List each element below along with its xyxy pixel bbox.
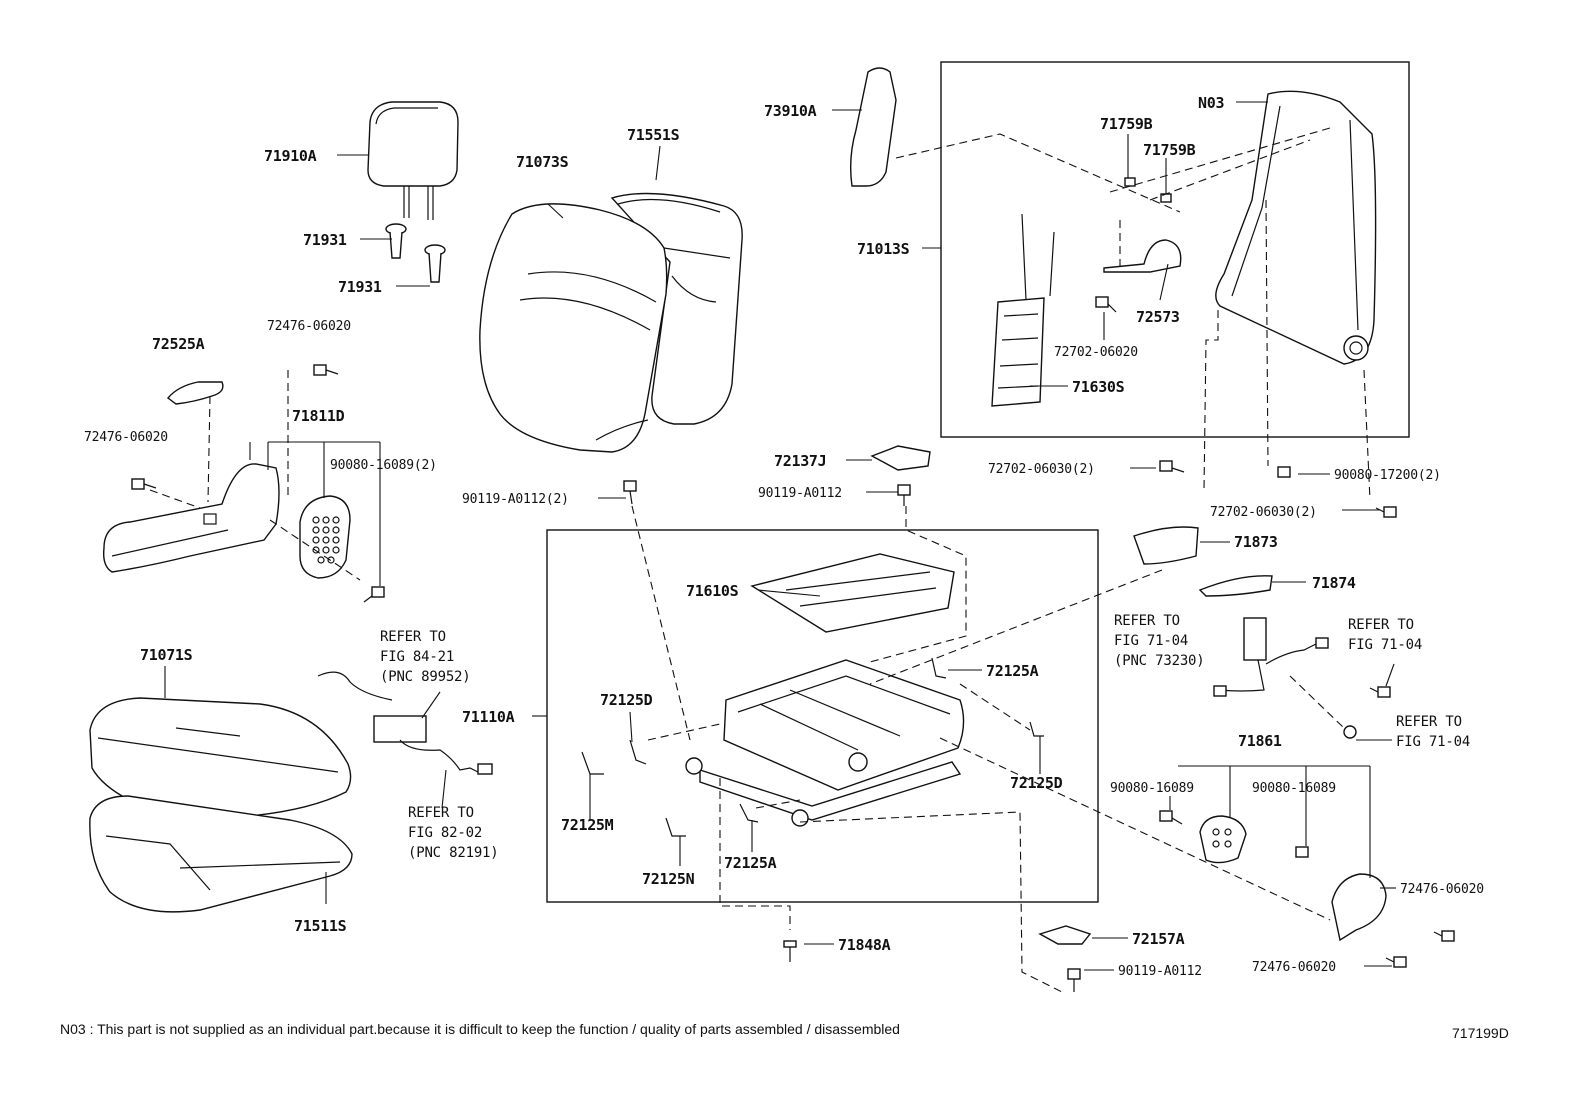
svg-text:FIG 71-04: FIG 71-04 bbox=[1396, 734, 1470, 750]
label-72125D-left: 72125D bbox=[600, 691, 653, 709]
reference-fig-82-02: REFER TO FIG 82-02 (PNC 82191) bbox=[408, 805, 499, 861]
reference-fig-71-04-nut: REFER TO FIG 71-04 bbox=[1396, 714, 1470, 750]
diagram-id: 717199D bbox=[1452, 1025, 1509, 1041]
svg-text:REFER TO: REFER TO bbox=[1396, 714, 1462, 730]
label-72702-06020: 72702-06020 bbox=[1054, 345, 1138, 360]
knob-cover-drawing bbox=[299, 495, 351, 579]
seat-belt-buckle-drawing bbox=[1213, 617, 1329, 697]
svg-text:(PNC 89952): (PNC 89952) bbox=[380, 669, 471, 685]
label-71861: 71861 bbox=[1238, 732, 1282, 750]
label-71110A: 71110A bbox=[462, 708, 515, 726]
label-71931-upper: 71931 bbox=[303, 231, 347, 249]
label-90119-A0112-2: 90119-A0112(2) bbox=[462, 492, 569, 507]
label-72476-06020-left: 72476-06020 bbox=[84, 430, 168, 445]
label-72125M: 72125M bbox=[561, 816, 614, 834]
label-71759B-upper: 71759B bbox=[1100, 115, 1153, 133]
label-72125A-lower: 72125A bbox=[724, 854, 777, 872]
cover-71874-drawing bbox=[1198, 575, 1273, 597]
seat-cushion-frame-drawing bbox=[750, 553, 955, 633]
wire-clip-drawings bbox=[581, 657, 1044, 837]
seatback-frame-drawing bbox=[1215, 90, 1377, 365]
label-90080-16089-right: 90080-16089 bbox=[1252, 781, 1336, 796]
label-73910A: 73910A bbox=[764, 102, 817, 120]
label-90080-17200-2: 90080-17200(2) bbox=[1334, 468, 1441, 483]
trim-cover-clip-drawing bbox=[166, 381, 224, 405]
label-71910A: 71910A bbox=[264, 147, 317, 165]
svg-text:REFER TO: REFER TO bbox=[408, 805, 474, 821]
seat-cushion-pad-drawing bbox=[89, 795, 353, 913]
label-72525A: 72525A bbox=[152, 335, 205, 353]
side-shield-drawing bbox=[102, 463, 280, 573]
wire-clip-72157A-drawing bbox=[1038, 925, 1092, 945]
label-71759B-lower: 71759B bbox=[1143, 141, 1196, 159]
label-71610S: 71610S bbox=[686, 582, 739, 600]
svg-text:(PNC 82191): (PNC 82191) bbox=[408, 845, 499, 861]
label-90119-A0112-center: 90119-A0112 bbox=[758, 486, 842, 501]
svg-text:REFER TO: REFER TO bbox=[380, 629, 446, 645]
label-90080-16089-left: 90080-16089 bbox=[1110, 781, 1194, 796]
part-labels: 71910A 71931 71931 72525A 72476-06020 72… bbox=[84, 94, 1484, 979]
side-trim-cover-drawing bbox=[849, 67, 897, 187]
wire-harness-drawing bbox=[317, 671, 493, 775]
svg-text:FIG 84-21: FIG 84-21 bbox=[380, 649, 454, 665]
seatback-frame-group-box bbox=[940, 61, 1410, 438]
label-72702-06030-2-right: 72702-06030(2) bbox=[1210, 505, 1317, 520]
label-71873: 71873 bbox=[1234, 533, 1278, 551]
recliner-bracket-drawing bbox=[1103, 239, 1182, 273]
label-72137J: 72137J bbox=[774, 452, 826, 470]
label-N03: N03 bbox=[1198, 94, 1224, 112]
shield-inner-drawing bbox=[1331, 873, 1387, 942]
label-71073S: 71073S bbox=[516, 153, 569, 171]
label-72125A-upper: 72125A bbox=[986, 662, 1039, 680]
label-71848A: 71848A bbox=[838, 936, 891, 954]
label-71551S: 71551S bbox=[627, 126, 680, 144]
reference-fig-71-04-buckle: REFER TO FIG 71-04 (PNC 73230) bbox=[1114, 613, 1205, 669]
svg-text:(PNC 73230): (PNC 73230) bbox=[1114, 653, 1205, 669]
cover-71873-drawing bbox=[1133, 526, 1199, 565]
label-72702-06030-2-left: 72702-06030(2) bbox=[988, 462, 1095, 477]
bracket-72137J-drawing bbox=[870, 445, 931, 471]
svg-text:FIG 71-04: FIG 71-04 bbox=[1348, 637, 1422, 653]
dashed-assembly-lines bbox=[149, 127, 1371, 993]
fastener-drawings bbox=[131, 177, 1455, 992]
label-72476-06020-bottom: 72476-06020 bbox=[1252, 960, 1336, 975]
label-72476-06020-right: 72476-06020 bbox=[1400, 882, 1484, 897]
label-71071S: 71071S bbox=[140, 646, 193, 664]
label-71811D: 71811D bbox=[292, 407, 345, 425]
reference-fig-71-04-bolt: REFER TO FIG 71-04 bbox=[1348, 617, 1422, 653]
svg-text:FIG 71-04: FIG 71-04 bbox=[1114, 633, 1188, 649]
label-72125N: 72125N bbox=[642, 870, 695, 888]
footer-note: N03 : This part is not supplied as an in… bbox=[60, 1021, 900, 1037]
headrest-guide-drawing bbox=[385, 223, 446, 283]
svg-text:FIG 82-02: FIG 82-02 bbox=[408, 825, 482, 841]
label-72157A: 72157A bbox=[1132, 930, 1185, 948]
knob-71861-drawing bbox=[1199, 815, 1247, 864]
label-71013S: 71013S bbox=[857, 240, 910, 258]
seatback-cover-drawing bbox=[610, 192, 743, 425]
svg-text:REFER TO: REFER TO bbox=[1114, 613, 1180, 629]
label-71511S: 71511S bbox=[294, 917, 347, 935]
label-71931-lower: 71931 bbox=[338, 278, 382, 296]
label-72476-06020-top: 72476-06020 bbox=[267, 319, 351, 334]
label-71630S: 71630S bbox=[1072, 378, 1125, 396]
seatback-pad-drawing bbox=[479, 203, 668, 453]
reference-notes: REFER TO FIG 84-21 (PNC 89952) REFER TO … bbox=[380, 613, 1470, 861]
headrest-drawing bbox=[367, 101, 459, 220]
label-71874: 71874 bbox=[1312, 574, 1356, 592]
label-90119-A0112-bottom: 90119-A0112 bbox=[1118, 964, 1202, 979]
lumbar-support-drawing bbox=[991, 213, 1055, 407]
label-90080-16089-2: 90080-16089(2) bbox=[330, 458, 437, 473]
seat-adjuster-drawing bbox=[685, 659, 965, 827]
label-72573: 72573 bbox=[1136, 308, 1180, 326]
label-72125D-right: 72125D bbox=[1010, 774, 1063, 792]
reference-fig-84-21: REFER TO FIG 84-21 (PNC 89952) bbox=[380, 629, 471, 685]
svg-text:REFER TO: REFER TO bbox=[1348, 617, 1414, 633]
